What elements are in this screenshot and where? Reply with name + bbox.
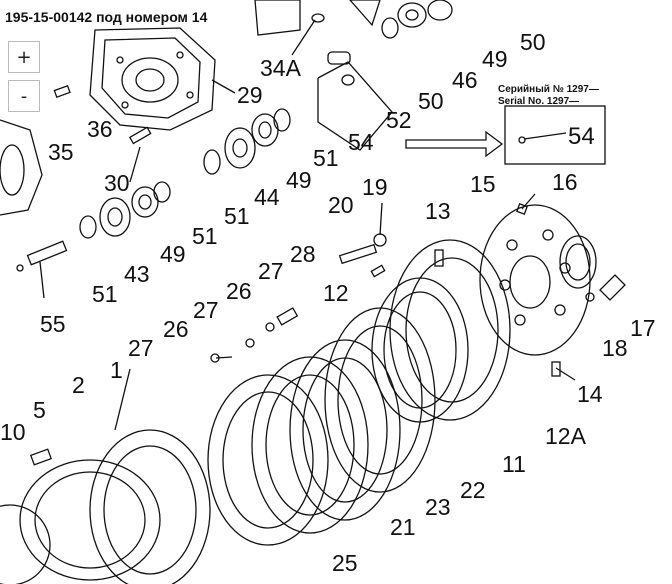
callout-label: 28 (290, 241, 316, 267)
callout-label: 49 (482, 46, 508, 72)
callout-label: 51 (313, 145, 339, 171)
zoom-out-button[interactable]: - (8, 80, 40, 112)
zoom-in-button[interactable]: + (8, 41, 40, 73)
callout-label: 18 (602, 335, 628, 361)
callout-label: 35 (48, 139, 74, 165)
callout-label: 36 (87, 116, 113, 142)
serial-note-en: Serial No. 1297— (498, 96, 580, 107)
callout-label: 19 (362, 174, 388, 200)
callout-label: 5 (33, 397, 46, 423)
callout-label: 27 (193, 297, 219, 323)
callout-label: 2 (72, 372, 85, 398)
callout-label: 12 (323, 280, 349, 306)
callout-label: 1 (110, 357, 123, 383)
callout-label: 25 (332, 550, 358, 576)
callout-label: 54 (348, 129, 374, 155)
callout-label: 17 (630, 315, 656, 341)
callout-label: 26 (163, 316, 189, 342)
callout-label: 44 (254, 184, 280, 210)
callout-label: 51 (224, 203, 250, 229)
callout-label: 52 (386, 107, 412, 133)
callout-label: 27 (258, 258, 284, 284)
callout-label: 12A (545, 423, 587, 449)
callout-label: 50 (418, 88, 444, 114)
callout-label: 55 (40, 311, 66, 337)
callout-label: 16 (552, 169, 578, 195)
callout-label: 26 (226, 278, 252, 304)
callout-label: 46 (452, 67, 478, 93)
callout-label: 10 (0, 419, 26, 445)
callout-label: 22 (460, 477, 486, 503)
callout-label: 49 (286, 167, 312, 193)
page-title: 195-15-00142 под номером 14 (2, 9, 211, 25)
callout-label: 20 (328, 192, 354, 218)
callout-label: 49 (160, 241, 186, 267)
callout-label: 14 (577, 381, 603, 407)
callout-label: 11 (502, 451, 526, 477)
callout-label: 29 (237, 82, 263, 108)
callout-label: 27 (128, 335, 154, 361)
callout-label: 54 (568, 123, 595, 150)
callout-label: 34A (260, 55, 302, 81)
callout-label: 23 (425, 494, 451, 520)
callout-label: 21 (390, 514, 416, 540)
callout-label: 51 (92, 281, 118, 307)
callout-label: 15 (470, 171, 496, 197)
callout-label: 30 (104, 170, 130, 196)
callout-label: 50 (520, 29, 546, 55)
serial-note-ru: Серийный № 1297— (498, 84, 599, 95)
callout-label: 43 (124, 261, 150, 287)
callout-label: 51 (192, 223, 218, 249)
callout-label: 13 (425, 198, 451, 224)
